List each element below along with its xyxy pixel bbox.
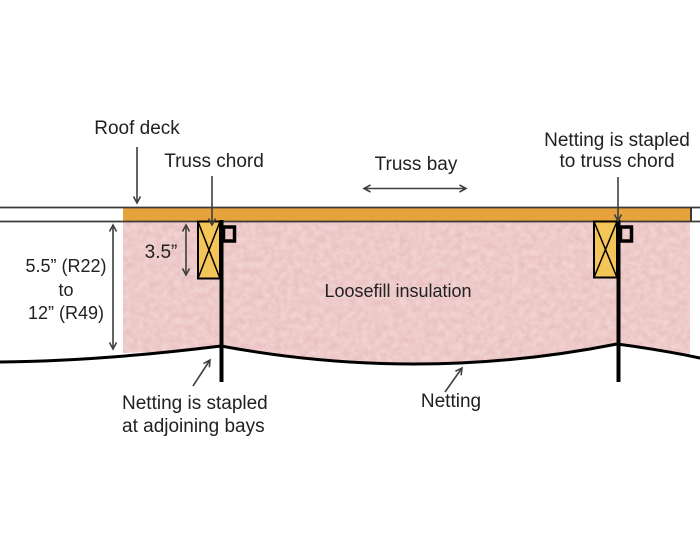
truss-chord-left-cross bbox=[197, 221, 221, 279]
netting-label: Netting bbox=[420, 391, 482, 412]
truss-chord-label: Truss chord bbox=[164, 151, 264, 172]
staple-left-icon bbox=[221, 225, 237, 243]
netting-arrow bbox=[444, 366, 463, 393]
netting-stapled-chord-line1: Netting is stapled bbox=[544, 130, 690, 151]
truss-chord-right-cross bbox=[593, 221, 618, 278]
staple-right-icon bbox=[618, 225, 634, 243]
truss-chord-right bbox=[593, 220, 618, 279]
netting-curve bbox=[0, 342, 700, 366]
netting-stapled-bays-line2: at adjoining bays bbox=[122, 416, 265, 437]
insulation-depth-label: 5.5” (R22) to 12” (R49) bbox=[25, 255, 106, 326]
netting-stapled-chord-line2: to truss chord bbox=[559, 151, 675, 172]
netting-stapled-bays-label: Netting is stapled at adjoining bays bbox=[122, 392, 268, 438]
chord-height-label: 3.5” bbox=[144, 242, 178, 263]
truss-bay-label: Truss bay bbox=[374, 154, 458, 175]
truss-chord-left bbox=[197, 220, 221, 280]
roof-deck-label: Roof deck bbox=[94, 118, 180, 139]
netting-stapled-bays-line1: Netting is stapled bbox=[122, 393, 268, 414]
roof-deck-bar bbox=[123, 208, 691, 221]
netting-stapled-chord-label: Netting is stapled to truss chord bbox=[544, 130, 690, 172]
insulation-depth-line3: 12” (R49) bbox=[27, 303, 105, 323]
loosefill-insulation-label: Loosefill insulation bbox=[324, 281, 472, 301]
netting-stapled-bays-arrow bbox=[192, 358, 211, 387]
insulation-depth-line1: 5.5” (R22) bbox=[25, 256, 107, 276]
insulation-depth-line2: to bbox=[58, 279, 74, 300]
